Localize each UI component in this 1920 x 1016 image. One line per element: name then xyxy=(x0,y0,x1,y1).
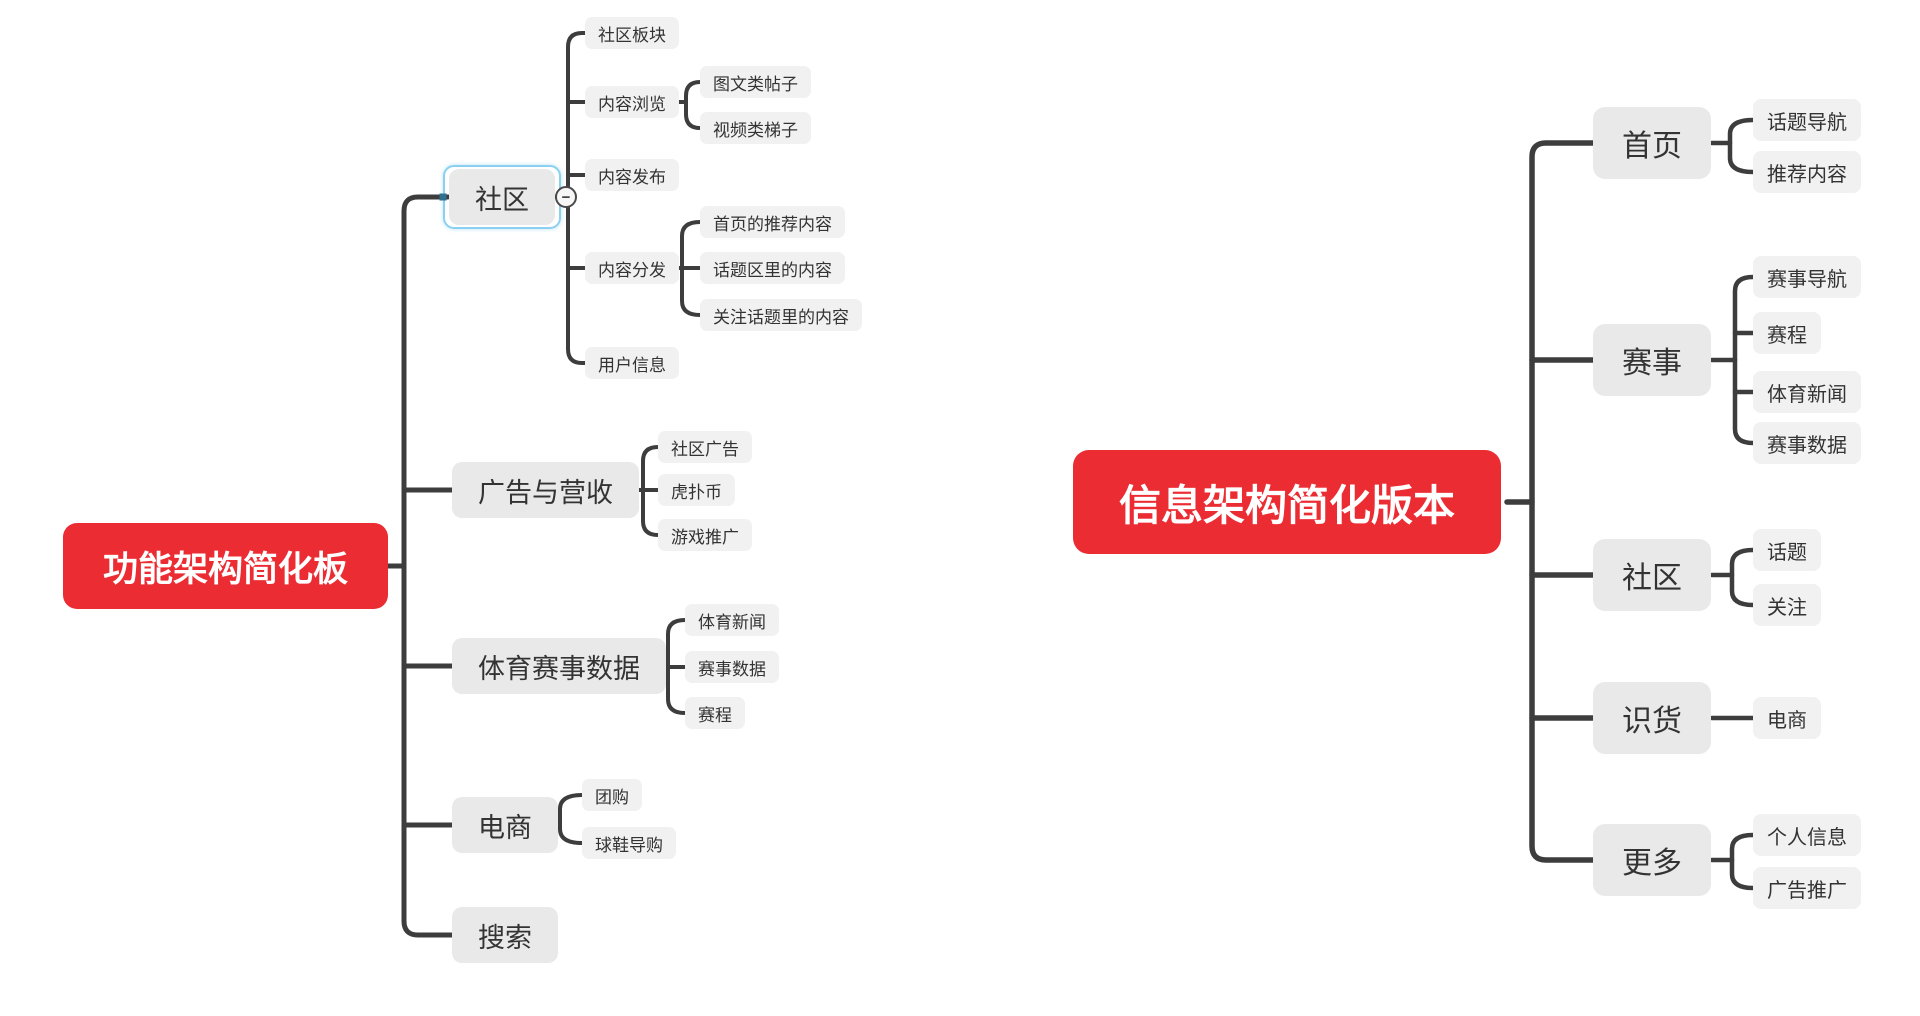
selection-handle-left xyxy=(439,193,447,201)
left-topic-content-browsing[interactable]: 内容浏览 xyxy=(585,86,679,118)
left-topic-community[interactable]: 社区 xyxy=(449,169,555,225)
left-topic-sneaker-guide[interactable]: 球鞋导购 xyxy=(582,827,676,859)
right-topic-event-navigation[interactable]: 赛事导航 xyxy=(1753,256,1861,298)
left-topic-schedule[interactable]: 赛程 xyxy=(685,697,745,729)
left-topic-ecommerce[interactable]: 电商 xyxy=(452,797,558,853)
right-topic-topics[interactable]: 话题 xyxy=(1753,529,1821,571)
right-topic-recommended-content[interactable]: 推荐内容 xyxy=(1753,151,1861,193)
right-topic-sports-news[interactable]: 体育新闻 xyxy=(1753,371,1861,413)
right-topic-ecommerce[interactable]: 电商 xyxy=(1753,697,1821,739)
left-topic-content-publishing[interactable]: 内容发布 xyxy=(585,159,679,191)
right-topic-topic-navigation[interactable]: 话题导航 xyxy=(1753,99,1861,141)
collapse-button[interactable]: − xyxy=(555,186,577,208)
right-topic-schedule[interactable]: 赛程 xyxy=(1753,312,1821,354)
right-root-topic[interactable]: 信息架构简化版本 xyxy=(1073,450,1502,554)
left-topic-followed-topic-content[interactable]: 关注话题里的内容 xyxy=(700,299,862,331)
left-topic-search[interactable]: 搜索 xyxy=(452,907,558,963)
right-connectors xyxy=(1504,140,1596,863)
right-topic-community[interactable]: 社区 xyxy=(1593,539,1711,611)
right-topic-personal-info[interactable]: 个人信息 xyxy=(1753,814,1861,856)
left-topic-group-buying[interactable]: 团购 xyxy=(582,779,642,811)
left-topic-video-posts[interactable]: 视频类梯子 xyxy=(700,112,811,144)
left-topic-content-distribution[interactable]: 内容分发 xyxy=(585,252,679,284)
right-topic-homepage[interactable]: 首页 xyxy=(1593,107,1711,179)
right-topic-following[interactable]: 关注 xyxy=(1753,584,1821,626)
left-topic-community-sections[interactable]: 社区板块 xyxy=(585,17,679,49)
left-topic-image-text-posts[interactable]: 图文类帖子 xyxy=(700,66,811,98)
left-topic-hupu-coin[interactable]: 虎扑币 xyxy=(658,474,735,506)
left-topic-topic-area-content[interactable]: 话题区里的内容 xyxy=(700,252,845,284)
left-topic-sports-news[interactable]: 体育新闻 xyxy=(685,604,779,636)
left-topic-community-ads[interactable]: 社区广告 xyxy=(658,431,752,463)
left-topic-homepage-recommended[interactable]: 首页的推荐内容 xyxy=(700,206,845,238)
right-topic-event-data[interactable]: 赛事数据 xyxy=(1753,422,1861,464)
right-topic-shihuo[interactable]: 识货 xyxy=(1593,682,1711,754)
left-connectors xyxy=(385,194,455,938)
right-sub-connectors xyxy=(1709,117,1756,891)
left-topic-ads-revenue[interactable]: 广告与营收 xyxy=(452,462,639,518)
right-topic-more[interactable]: 更多 xyxy=(1593,824,1711,896)
left-topic-sports-event-data[interactable]: 体育赛事数据 xyxy=(452,638,666,694)
right-topic-events[interactable]: 赛事 xyxy=(1593,324,1711,396)
left-topic-game-promotion[interactable]: 游戏推广 xyxy=(658,519,752,551)
left-root-topic[interactable]: 功能架构简化板 xyxy=(63,523,389,609)
left-topic-user-info[interactable]: 用户信息 xyxy=(585,347,679,379)
right-topic-ad-promotion[interactable]: 广告推广 xyxy=(1753,867,1861,909)
left-topic-event-data[interactable]: 赛事数据 xyxy=(685,651,779,683)
